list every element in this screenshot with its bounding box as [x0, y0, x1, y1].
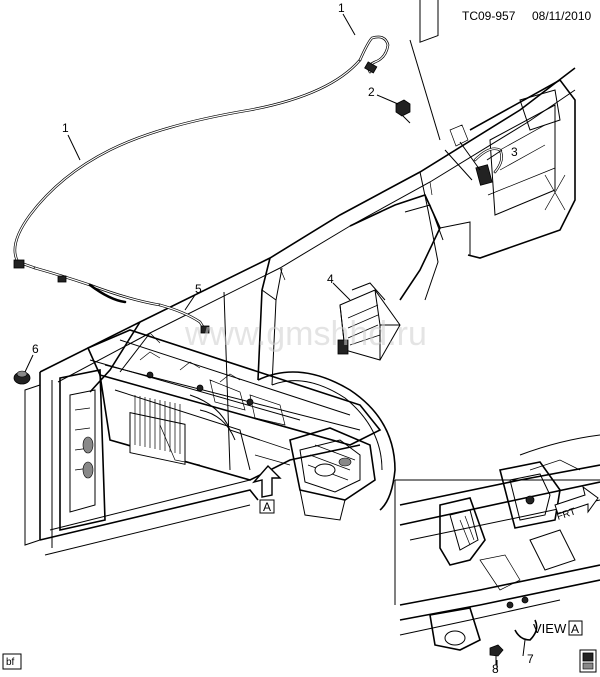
callout-6: 6 — [32, 342, 39, 356]
callout-1-top: 1 — [338, 1, 345, 15]
view-label-text: VIEW — [533, 621, 567, 636]
diagram-code: TC09-957 — [462, 9, 516, 23]
footer-tag: bf — [2, 653, 22, 670]
view-marker-letter: A — [263, 500, 271, 514]
view-label: VIEW A — [533, 620, 583, 636]
callout-2: 2 — [368, 85, 375, 99]
callouts: 1 1 2 3 4 5 6 7 8 — [32, 1, 534, 676]
diagram-date: 08/11/2010 — [532, 9, 591, 23]
callout-3: 3 — [511, 145, 518, 159]
leader-lines — [24, 13, 526, 670]
view-label-letter: A — [571, 622, 579, 636]
body-side-structure — [24, 0, 576, 556]
part-6-grommet — [13, 370, 31, 385]
footer-tag-text: bf — [6, 657, 15, 668]
callout-4: 4 — [327, 272, 334, 286]
view-a-inset — [394, 434, 600, 673]
callout-1-left: 1 — [62, 121, 69, 135]
callout-5: 5 — [195, 282, 202, 296]
part-3-module — [444, 124, 503, 186]
watermark: www.gmshhd.ru — [184, 315, 427, 353]
part-2-nut — [395, 99, 411, 124]
view-marker-arrow: A — [252, 464, 282, 514]
callout-7: 7 — [527, 652, 534, 666]
instrument-panel — [86, 329, 382, 521]
callout-8: 8 — [492, 662, 499, 676]
part-4-module — [337, 282, 401, 361]
front-arrow: FRT — [554, 485, 599, 523]
antenna-cable — [13, 35, 390, 334]
